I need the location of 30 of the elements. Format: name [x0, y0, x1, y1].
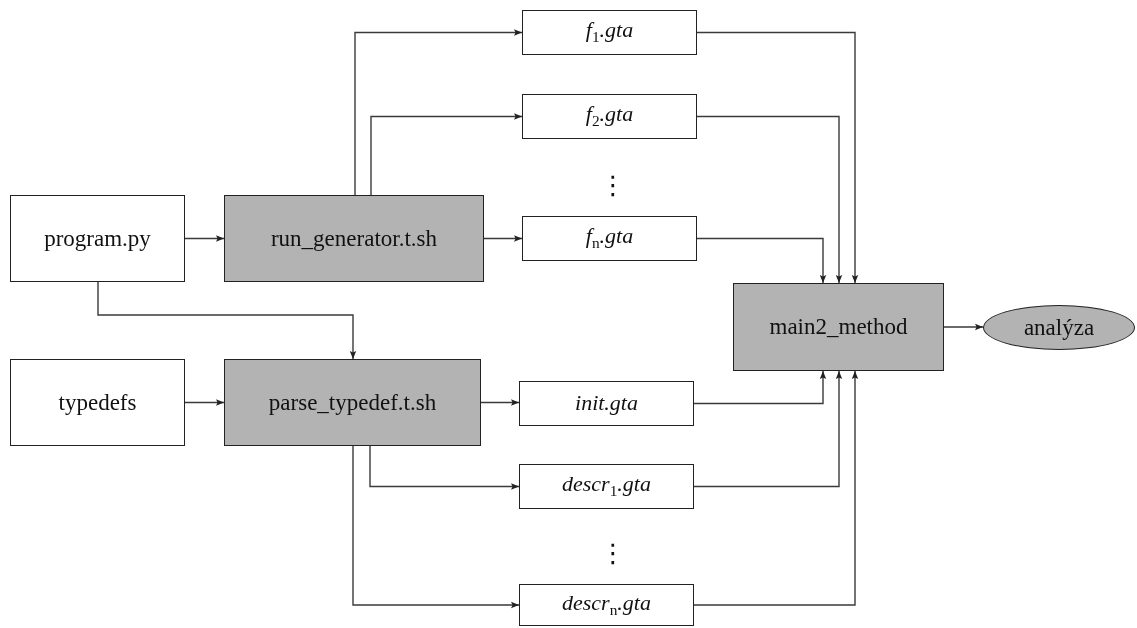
process-box: run_generator.t.sh	[224, 195, 484, 282]
arrow	[480, 399, 520, 406]
ellipsis-mark: ⋮	[600, 172, 626, 198]
arrow	[184, 399, 225, 406]
file-box: program.py	[10, 195, 185, 282]
arrow	[693, 370, 859, 606]
arrow	[693, 370, 827, 405]
arrow	[696, 237, 827, 284]
file-box: f$_{2}$.gta	[522, 94, 697, 139]
file-box: typedefs	[10, 359, 185, 446]
result-ellipse: analýza	[983, 305, 1135, 350]
file-box: descr$_{n}$.gta	[519, 584, 694, 626]
process-box: parse_typedef.t.sh	[224, 359, 481, 446]
arrow	[370, 113, 523, 196]
file-box: descr$_{1}$.gta	[519, 464, 694, 509]
arrow	[97, 281, 357, 360]
process-box: main2_method	[733, 283, 944, 371]
arrow	[696, 115, 843, 284]
file-box: f$_{1}$.gta	[522, 10, 697, 55]
arrow	[696, 31, 859, 284]
arrow	[184, 235, 225, 242]
arrow	[354, 29, 523, 196]
arrow	[352, 445, 520, 609]
arrow	[943, 323, 984, 331]
file-box: f$_{n}$.gta	[522, 216, 697, 261]
file-box: init.gta	[519, 381, 694, 426]
ellipsis-mark: ⋮	[600, 540, 626, 566]
arrow	[693, 370, 843, 488]
arrow	[483, 235, 523, 242]
arrow	[369, 445, 520, 490]
